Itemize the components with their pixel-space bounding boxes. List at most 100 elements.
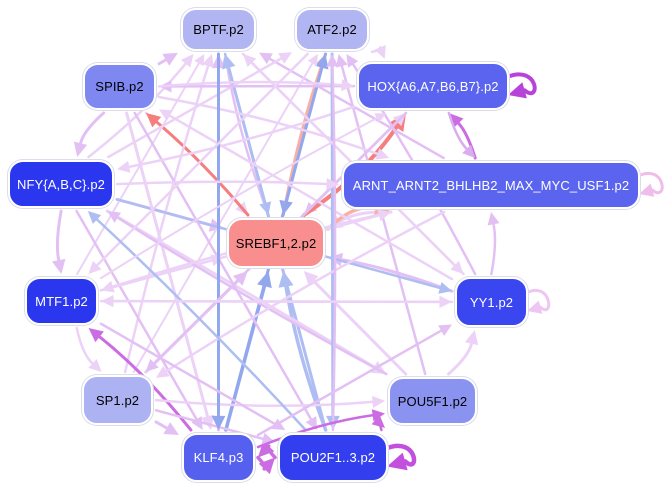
node-hox-a6-a7-b6-b7-p2[interactable]: HOX{A6,A7,B6,B7}.p2 — [357, 62, 509, 110]
edge-pou5f1-to-yy1 — [447, 342, 474, 376]
edge-arrowhead — [259, 52, 273, 65]
edge-arrowhead — [278, 52, 292, 64]
node-arnt-complex-p2[interactable]: ARNT_ARNT2_BHLHB2_MAX_MYC_USF1.p2 — [342, 161, 640, 209]
edge-spib-to-bptf — [157, 58, 168, 66]
edge-arrowhead — [326, 54, 339, 67]
edge-arrowhead — [326, 177, 339, 191]
node-spib-p2[interactable]: SPIB.p2 — [83, 63, 156, 110]
edge-arrowhead — [202, 54, 214, 68]
edge-pou5f1-to-nfy — [116, 216, 388, 376]
edge-sp1-to-pou2f1 — [154, 409, 265, 441]
edge-arrowhead — [303, 271, 319, 286]
edge-arrowhead — [211, 415, 226, 430]
edge-nfy-to-klf4 — [75, 209, 198, 421]
edge-arrowhead — [315, 54, 329, 70]
edge-arrowhead — [439, 295, 452, 308]
edge-hox-to-nfy — [128, 105, 356, 169]
edge-arrowhead — [487, 212, 500, 226]
self-loop-pou2f1 — [383, 443, 417, 467]
edge-arrowhead — [162, 52, 178, 66]
edge-arrowhead — [450, 260, 464, 274]
self-loop-hox — [505, 72, 537, 95]
edge-arrowhead — [145, 358, 159, 372]
edge-sp1-to-klf4 — [154, 420, 169, 430]
node-pou2f1-3-p2[interactable]: POU2F1..3.p2 — [278, 433, 388, 482]
edge-srebf-to-spib — [155, 120, 250, 217]
edge-arrowhead — [371, 409, 385, 422]
edge-arrowhead — [372, 395, 385, 408]
edge-arrowhead — [438, 324, 452, 336]
self-loop-arnt — [636, 172, 664, 195]
edge-yy1-to-spib — [168, 114, 454, 281]
self-loop-yy1 — [524, 289, 551, 312]
node-yy1-p2[interactable]: YY1.p2 — [455, 277, 528, 327]
node-sp1-p2[interactable]: SP1.p2 — [82, 375, 153, 425]
edge-arrowhead — [88, 328, 104, 343]
edge-sp1-to-atf2 — [132, 62, 314, 373]
edge-atf2-to-mtf1 — [95, 52, 309, 267]
edge-pou2f1-to-nfy — [95, 218, 307, 432]
edge-arrowhead — [271, 418, 286, 430]
edge-arrowhead — [464, 330, 479, 346]
edge-arrowhead — [374, 45, 386, 59]
node-klf4-p3[interactable]: KLF4.p3 — [182, 433, 255, 482]
node-pou5f1-p2[interactable]: POU5F1.p2 — [388, 377, 477, 425]
edge-arrowhead — [527, 300, 543, 314]
edge-nfy-to-pou5f1 — [105, 209, 376, 369]
edge-arrowhead — [341, 79, 354, 92]
edge-mtf1-to-hox — [100, 117, 378, 280]
edge-yy1-to-arnt — [490, 223, 497, 276]
edge-arrowhead — [462, 144, 476, 158]
edge-arrowhead — [159, 109, 173, 121]
edge-pou2f1-to-klf4 — [266, 444, 277, 460]
edge-arrowhead — [191, 416, 203, 430]
edge-nfy-to-arnt — [115, 180, 328, 186]
edge-arrowhead — [117, 160, 131, 173]
edge-arrowhead — [374, 113, 387, 123]
node-mtf1-p2[interactable]: MTF1.p2 — [25, 277, 98, 325]
edge-arrowhead — [336, 54, 348, 68]
edge-klf4-to-yy1 — [256, 329, 443, 437]
edge-mtf1-to-pou2f1 — [99, 322, 276, 426]
edge-arrowhead — [194, 54, 205, 67]
node-atf2-p2[interactable]: ATF2.p2 — [295, 8, 369, 51]
edge-arrowhead — [88, 260, 102, 274]
edge-arrowhead — [307, 54, 318, 67]
edge-mtf1-to-yy1 — [99, 299, 441, 304]
edge-pou5f1-to-srebf — [312, 279, 408, 376]
edge-arrowhead — [438, 282, 452, 294]
edge-arrowhead — [73, 141, 88, 157]
edge-nfy-to-mtf1 — [55, 209, 63, 262]
edge-arrowhead — [387, 452, 408, 471]
edge-arrowhead — [107, 211, 122, 223]
edge-atf2-to-hox — [370, 46, 382, 54]
edge-pou2f1-to-pou5f1 — [374, 418, 383, 432]
edge-arrowhead — [346, 54, 359, 68]
edge-arrowhead — [156, 365, 170, 378]
node-nfy-abc-p2[interactable]: NFY{A,B,C}.p2 — [8, 160, 114, 208]
edge-nfy-to-atf2 — [107, 57, 283, 159]
edge-klf4-to-pou2f1 — [256, 455, 267, 471]
edge-arrowhead — [87, 211, 102, 224]
edge-arrowhead — [180, 54, 194, 68]
edge-arrowhead — [146, 113, 162, 128]
edge-klf4-to-pou5f1 — [256, 413, 374, 449]
edge-arrowhead — [101, 280, 115, 293]
node-srebf1-2-p2-center[interactable]: SREBF1,2.p2 — [227, 218, 325, 268]
edge-arrowhead — [163, 422, 179, 436]
edge-spib-to-pou2f1 — [133, 111, 313, 421]
edge-arnt-to-sp1 — [165, 210, 446, 373]
node-bptf-p2[interactable]: BPTF.p2 — [181, 8, 256, 51]
edge-sp1-to-pou5f1 — [154, 398, 374, 408]
edge-nfy-to-bptf — [87, 62, 187, 159]
edge-arrowhead — [258, 457, 275, 475]
edge-pou2f1-to-atf2 — [331, 65, 337, 432]
edge-arrowhead — [508, 82, 527, 99]
edge-arrowhead — [222, 54, 236, 70]
edge-spib-to-nfy — [79, 111, 106, 145]
edge-mtf1-to-sp1 — [75, 326, 94, 365]
edge-arrowhead — [375, 148, 390, 160]
edge-arrowhead — [88, 359, 102, 372]
edge-hox-to-arnt — [447, 111, 468, 151]
